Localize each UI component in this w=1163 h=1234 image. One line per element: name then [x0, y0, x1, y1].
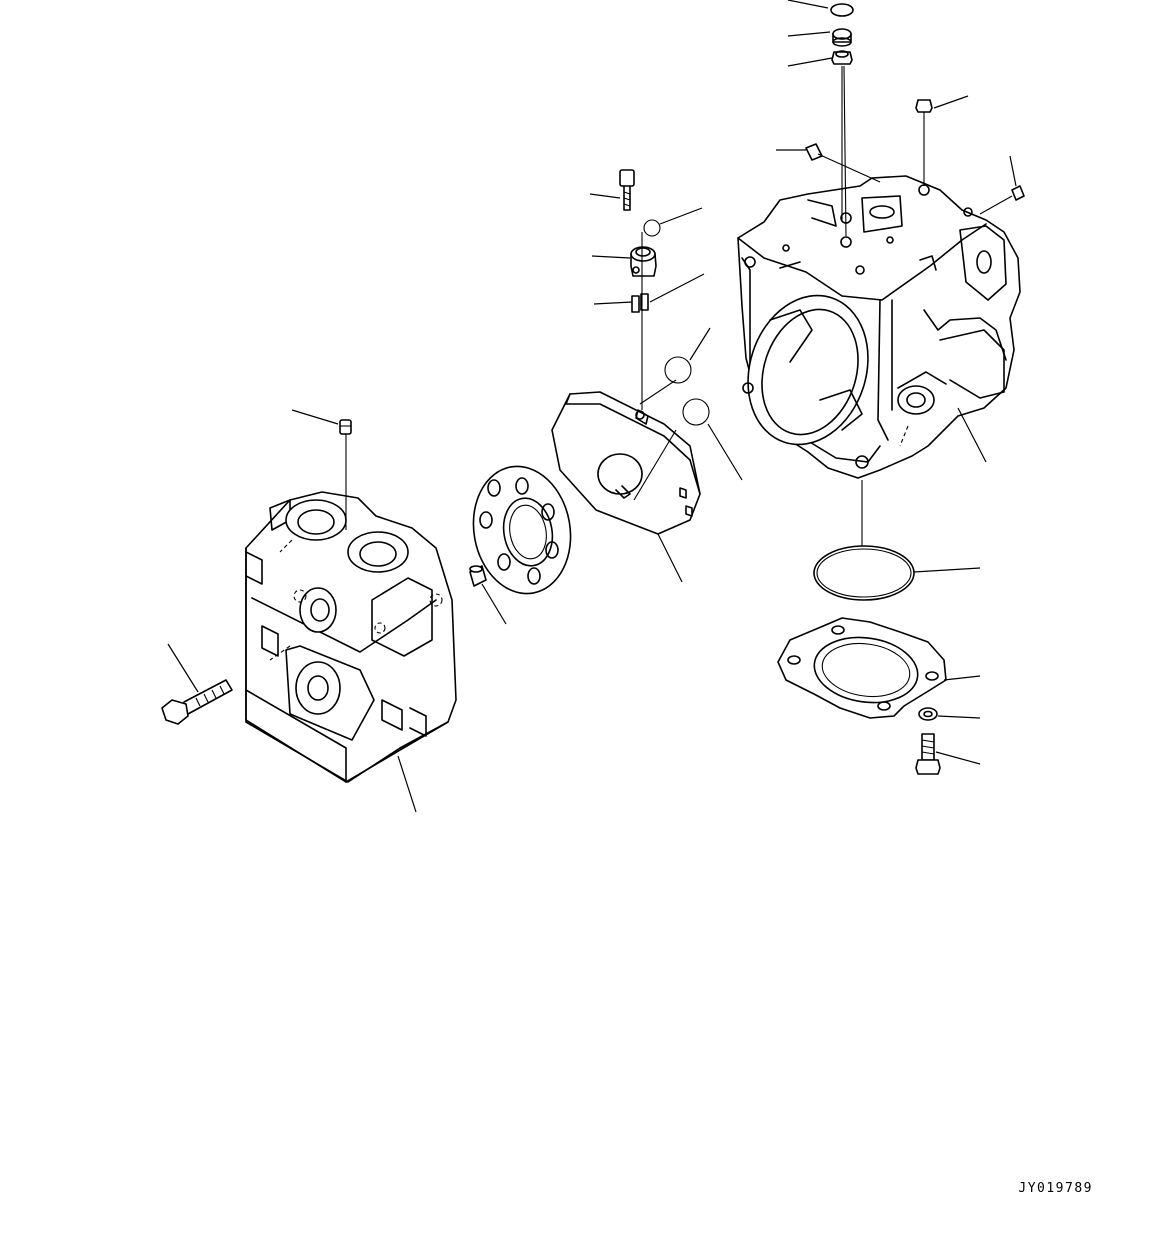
rear-housing-block [246, 492, 456, 782]
plug-rear-housing [340, 420, 351, 530]
plug-cap-top [833, 29, 851, 46]
leader-line [482, 584, 506, 624]
long-bolt [162, 680, 232, 724]
leader-line [658, 534, 682, 582]
plug-case-edge [980, 186, 1024, 214]
leader-line [914, 568, 980, 572]
leader-line [660, 208, 702, 224]
leader-line [788, 0, 828, 8]
leader-line [934, 96, 968, 108]
leader-line [788, 58, 832, 66]
assembly-line-oring-b [634, 430, 676, 500]
plug-case-side [806, 144, 880, 182]
leader-line [936, 752, 980, 764]
callout-balloon [644, 220, 660, 236]
leader-line [708, 424, 742, 480]
drawing-reference-code: JY019789 [1018, 1181, 1093, 1196]
pin-pair [632, 294, 648, 312]
flange-plate [778, 618, 946, 718]
bushing-small [631, 247, 656, 276]
callout-balloon [665, 357, 691, 383]
assembly-line-oring-a [640, 380, 676, 404]
leader-line [292, 410, 338, 424]
leader-line [944, 676, 980, 680]
leader-line [650, 274, 704, 302]
o-ring-top [831, 4, 853, 16]
flange-bolt [916, 734, 940, 774]
leader-line [594, 302, 632, 304]
leader-line [788, 32, 830, 36]
leader-line [690, 328, 710, 360]
dowel-pin [470, 566, 486, 586]
valve-plate [464, 459, 581, 602]
assembly-centerline-top-b [844, 66, 846, 236]
leader-line [398, 756, 416, 812]
leader-line [592, 256, 630, 258]
leader-line [938, 716, 980, 718]
pump-case [729, 176, 1020, 478]
small-bolt [620, 170, 634, 210]
plug-nut-top [832, 51, 852, 64]
leader-line [958, 408, 986, 462]
leader-line [1010, 156, 1016, 186]
callout-balloon [683, 399, 709, 425]
o-ring-large [814, 546, 914, 600]
leader-line [590, 194, 620, 198]
case-cover [552, 392, 700, 534]
washer [919, 708, 937, 720]
leader-line [168, 644, 198, 692]
leader-lines [168, 0, 1016, 812]
plug-case-right [916, 100, 932, 186]
